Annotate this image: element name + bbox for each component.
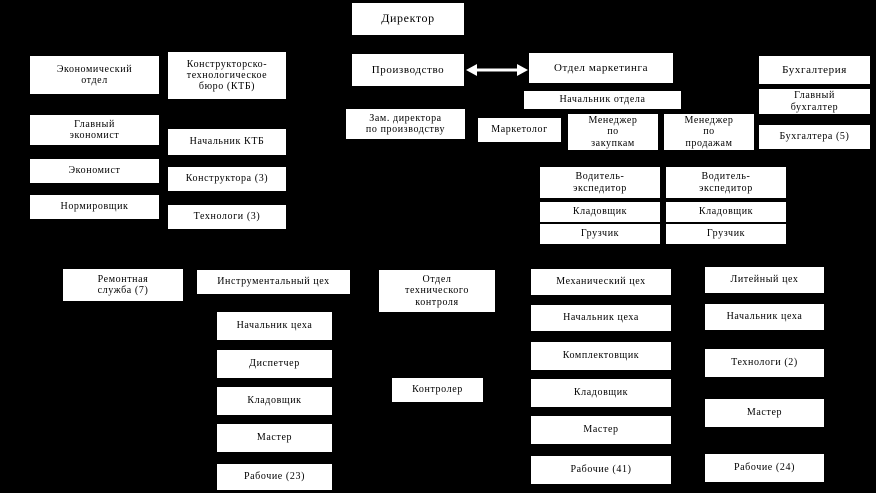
org-node-director: Директор (351, 2, 465, 36)
org-node-foundry-shop-head: Начальник цеха (704, 303, 825, 331)
org-node-label: Главный бухгалтер (790, 90, 839, 113)
org-node-label: Мастер (746, 407, 783, 419)
org-node-label: Бухгалтера (5) (779, 131, 850, 143)
org-node-label: Инструментальный цех (217, 276, 330, 288)
org-node-label: Маркетолог (491, 124, 548, 136)
org-node-workers-tool: Рабочие (23) (216, 463, 333, 491)
org-node-label: Грузчик (580, 228, 620, 240)
org-node-technologists-fnd: Технологи (2) (704, 348, 825, 378)
org-node-foreman-foundry: Мастер (704, 398, 825, 428)
org-node-label: Рабочие (24) (733, 462, 795, 474)
org-node-label: Кладовщик (572, 206, 628, 218)
org-node-label: Производство (371, 63, 445, 76)
org-node-label: Комплектовщик (562, 350, 640, 362)
org-node-chief-accountant: Главный бухгалтер (758, 88, 871, 115)
org-node-accountants: Бухгалтера (5) (758, 124, 871, 150)
org-node-label: Механический цех (556, 276, 646, 288)
org-node-label: Мастер (583, 424, 619, 436)
org-node-qc-dept: Отдел технического контроля (378, 269, 496, 313)
org-node-storekeeper-sales-1: Кладовщик (539, 201, 661, 223)
org-node-label: Диспетчер (249, 358, 300, 370)
org-node-label: Мастер (256, 432, 293, 444)
org-node-label: Бухгалтерия (782, 63, 847, 76)
org-node-foreman-tool: Мастер (216, 423, 333, 453)
org-node-label: Контролер (412, 384, 463, 396)
org-node-production: Производство (351, 53, 465, 87)
org-node-label: Начальник отдела (559, 94, 646, 106)
org-node-label: Нормировщик (60, 201, 129, 213)
org-node-label: Рабочие (23) (243, 471, 305, 483)
org-node-label: Грузчик (706, 228, 746, 240)
org-node-storekeeper-tool: Кладовщик (216, 386, 333, 416)
org-node-label: Отдел технического контроля (405, 274, 469, 308)
org-node-marketologist: Маркетолог (477, 117, 562, 143)
org-node-accounting: Бухгалтерия (758, 55, 871, 85)
org-node-sales-manager: Менеджер по продажам (663, 113, 755, 151)
org-node-label: Водитель- экспедитор (699, 171, 753, 194)
org-node-foundry-shop: Литейный цех (704, 266, 825, 294)
org-node-label: Литейный цех (730, 274, 799, 286)
org-node-label: Рабочие (41) (570, 464, 632, 476)
org-node-label: Кладовщик (573, 387, 629, 399)
connector-production-marketing-arrow (466, 62, 528, 78)
org-node-economic-dept: Экономический отдел (29, 55, 160, 95)
org-node-label: Кладовщик (247, 395, 302, 407)
org-node-label: Технологи (3) (193, 211, 261, 223)
org-node-designers: Конструктора (3) (167, 166, 287, 192)
org-node-workers-mech: Рабочие (41) (530, 455, 672, 485)
org-node-technologists-ktb: Технологи (3) (167, 204, 287, 230)
org-node-loader-1: Грузчик (539, 223, 661, 245)
org-node-label: Менеджер по закупкам (588, 115, 638, 149)
org-node-repair-service: Ремонтная служба (7) (62, 268, 184, 302)
org-node-label: Водитель- экспедитор (573, 171, 627, 194)
org-node-head-of-dept: Начальник отдела (523, 90, 682, 110)
org-node-label: Технологи (2) (731, 357, 798, 369)
org-node-label: Директор (381, 11, 435, 26)
org-node-workers-foundry: Рабочие (24) (704, 453, 825, 483)
org-node-label: Менеджер по продажам (684, 115, 734, 149)
org-node-ktb: Конструкторско- технологическое бюро (КТ… (167, 51, 287, 100)
org-node-mechanical-shop: Механический цех (530, 268, 672, 296)
org-node-tool-shop: Инструментальный цех (196, 269, 351, 295)
org-node-mech-shop-head: Начальник цеха (530, 304, 672, 332)
org-node-loader-2: Грузчик (665, 223, 787, 245)
org-node-label: Кладовщик (698, 206, 754, 218)
org-node-tool-shop-head: Начальник цеха (216, 311, 333, 341)
org-node-normsetter: Нормировщик (29, 194, 160, 220)
org-node-purchasing-manager: Менеджер по закупкам (567, 113, 659, 151)
org-node-head-ktb: Начальник КТБ (167, 128, 287, 156)
org-node-marketing-dept: Отдел маркетинга (528, 52, 674, 84)
org-node-label: Экономический отдел (56, 63, 133, 86)
org-node-storekeeper-mech: Кладовщик (530, 378, 672, 408)
org-node-dispatcher: Диспетчер (216, 349, 333, 379)
org-node-label: Главный экономист (69, 118, 120, 141)
org-node-picker: Комплектовщик (530, 341, 672, 371)
org-node-label: Начальник цеха (563, 312, 639, 324)
org-node-label: Отдел маркетинга (553, 61, 649, 74)
org-node-driver-forwarder-2: Водитель- экспедитор (665, 166, 787, 199)
org-node-label: Начальник цеха (236, 320, 313, 332)
org-node-foreman-mech: Мастер (530, 415, 672, 445)
org-node-label: Начальник КТБ (189, 136, 265, 148)
org-node-deputy-director: Зам. директора по производству (345, 108, 466, 140)
org-node-label: Зам. директора по производству (365, 112, 446, 135)
org-node-driver-forwarder-1: Водитель- экспедитор (539, 166, 661, 199)
org-node-chief-economist: Главный экономист (29, 114, 160, 146)
org-node-label: Конструктора (3) (185, 173, 269, 185)
org-node-economist: Экономист (29, 158, 160, 184)
org-node-controller: Контролер (391, 377, 484, 403)
org-node-label: Экономист (68, 165, 121, 177)
org-node-label: Конструкторско- технологическое бюро (КТ… (186, 58, 268, 93)
org-node-storekeeper-sales-2: Кладовщик (665, 201, 787, 223)
org-node-label: Ремонтная служба (7) (97, 273, 149, 296)
org-node-label: Начальник цеха (726, 311, 803, 323)
